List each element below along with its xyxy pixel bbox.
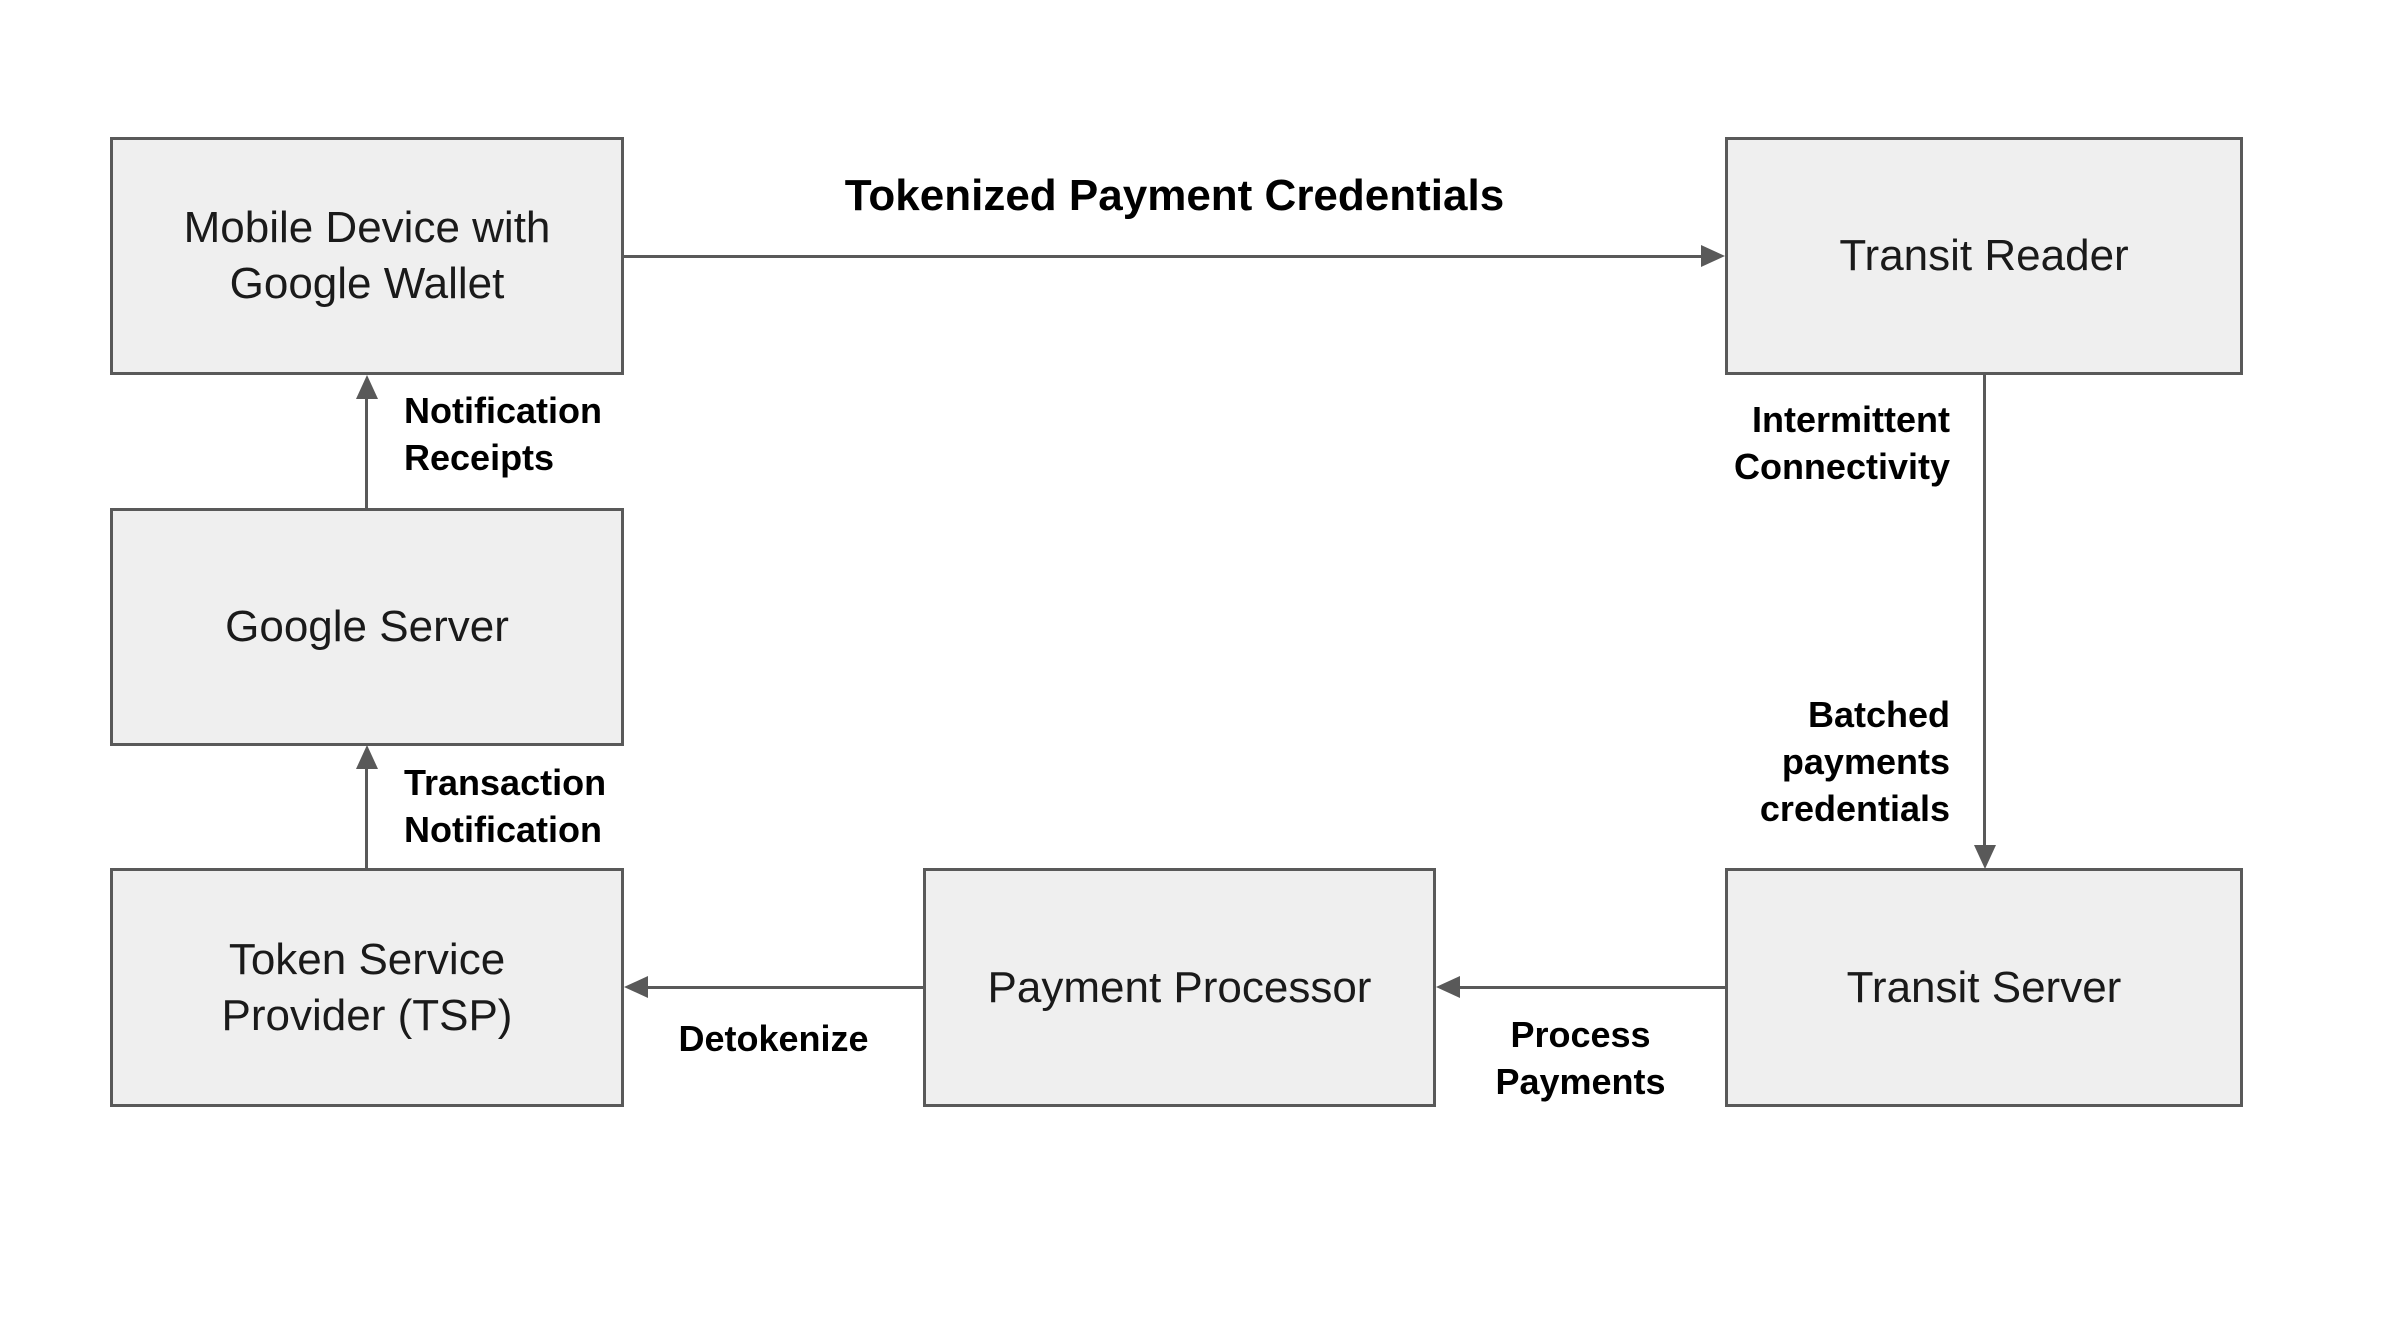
arrowhead-down-icon: [1974, 845, 1996, 869]
edge-label-tokenized-payment-credentials: Tokenized Payment Credentials: [844, 171, 1505, 220]
arrowhead-left-icon: [1436, 976, 1460, 998]
arrow-line-reader-to-transit-server: [1983, 375, 1986, 846]
edge-label-detokenize: Detokenize: [678, 1018, 869, 1059]
arrow-line-notification-receipts: [365, 398, 368, 508]
node-google-server: Google Server: [110, 508, 624, 746]
node-mobile-device-google-wallet: Mobile Device with Google Wallet: [110, 137, 624, 375]
arrow-line-tokenized-payment-credentials: [624, 255, 1704, 258]
node-label: Transit Server: [1846, 962, 2122, 1012]
arrowhead-left-icon: [624, 976, 648, 998]
edge-label-process-payments: Process Payments: [1495, 1014, 1666, 1102]
arrowhead-up-icon: [356, 375, 378, 399]
arrow-line-transaction-notification: [365, 768, 368, 868]
arrow-line-detokenize: [647, 986, 923, 989]
node-label: Payment Processor: [987, 962, 1372, 1012]
arrow-line-process-payments: [1459, 986, 1725, 989]
node-token-service-provider: Token Service Provider (TSP): [110, 868, 624, 1107]
edge-label-intermittent-connectivity: Intermittent Connectivity: [1733, 399, 1950, 487]
node-label: Google Server: [225, 602, 509, 652]
arrowhead-up-icon: [356, 745, 378, 769]
edge-label-batched-payments-credentials: Batched payments credentials: [1759, 694, 1950, 829]
node-label: Mobile Device with Google Wallet: [183, 203, 551, 308]
edge-label-notification-receipts: Notification Receipts: [404, 390, 602, 478]
edge-label-transaction-notification: Transaction Notification: [404, 762, 607, 850]
node-transit-server: Transit Server: [1725, 868, 2243, 1107]
node-label: Token Service Provider (TSP): [221, 934, 513, 1040]
arrowhead-right-icon: [1701, 245, 1725, 267]
node-transit-reader: Transit Reader: [1725, 137, 2243, 375]
node-label: Transit Reader: [1839, 231, 2129, 281]
node-payment-processor: Payment Processor: [923, 868, 1436, 1107]
